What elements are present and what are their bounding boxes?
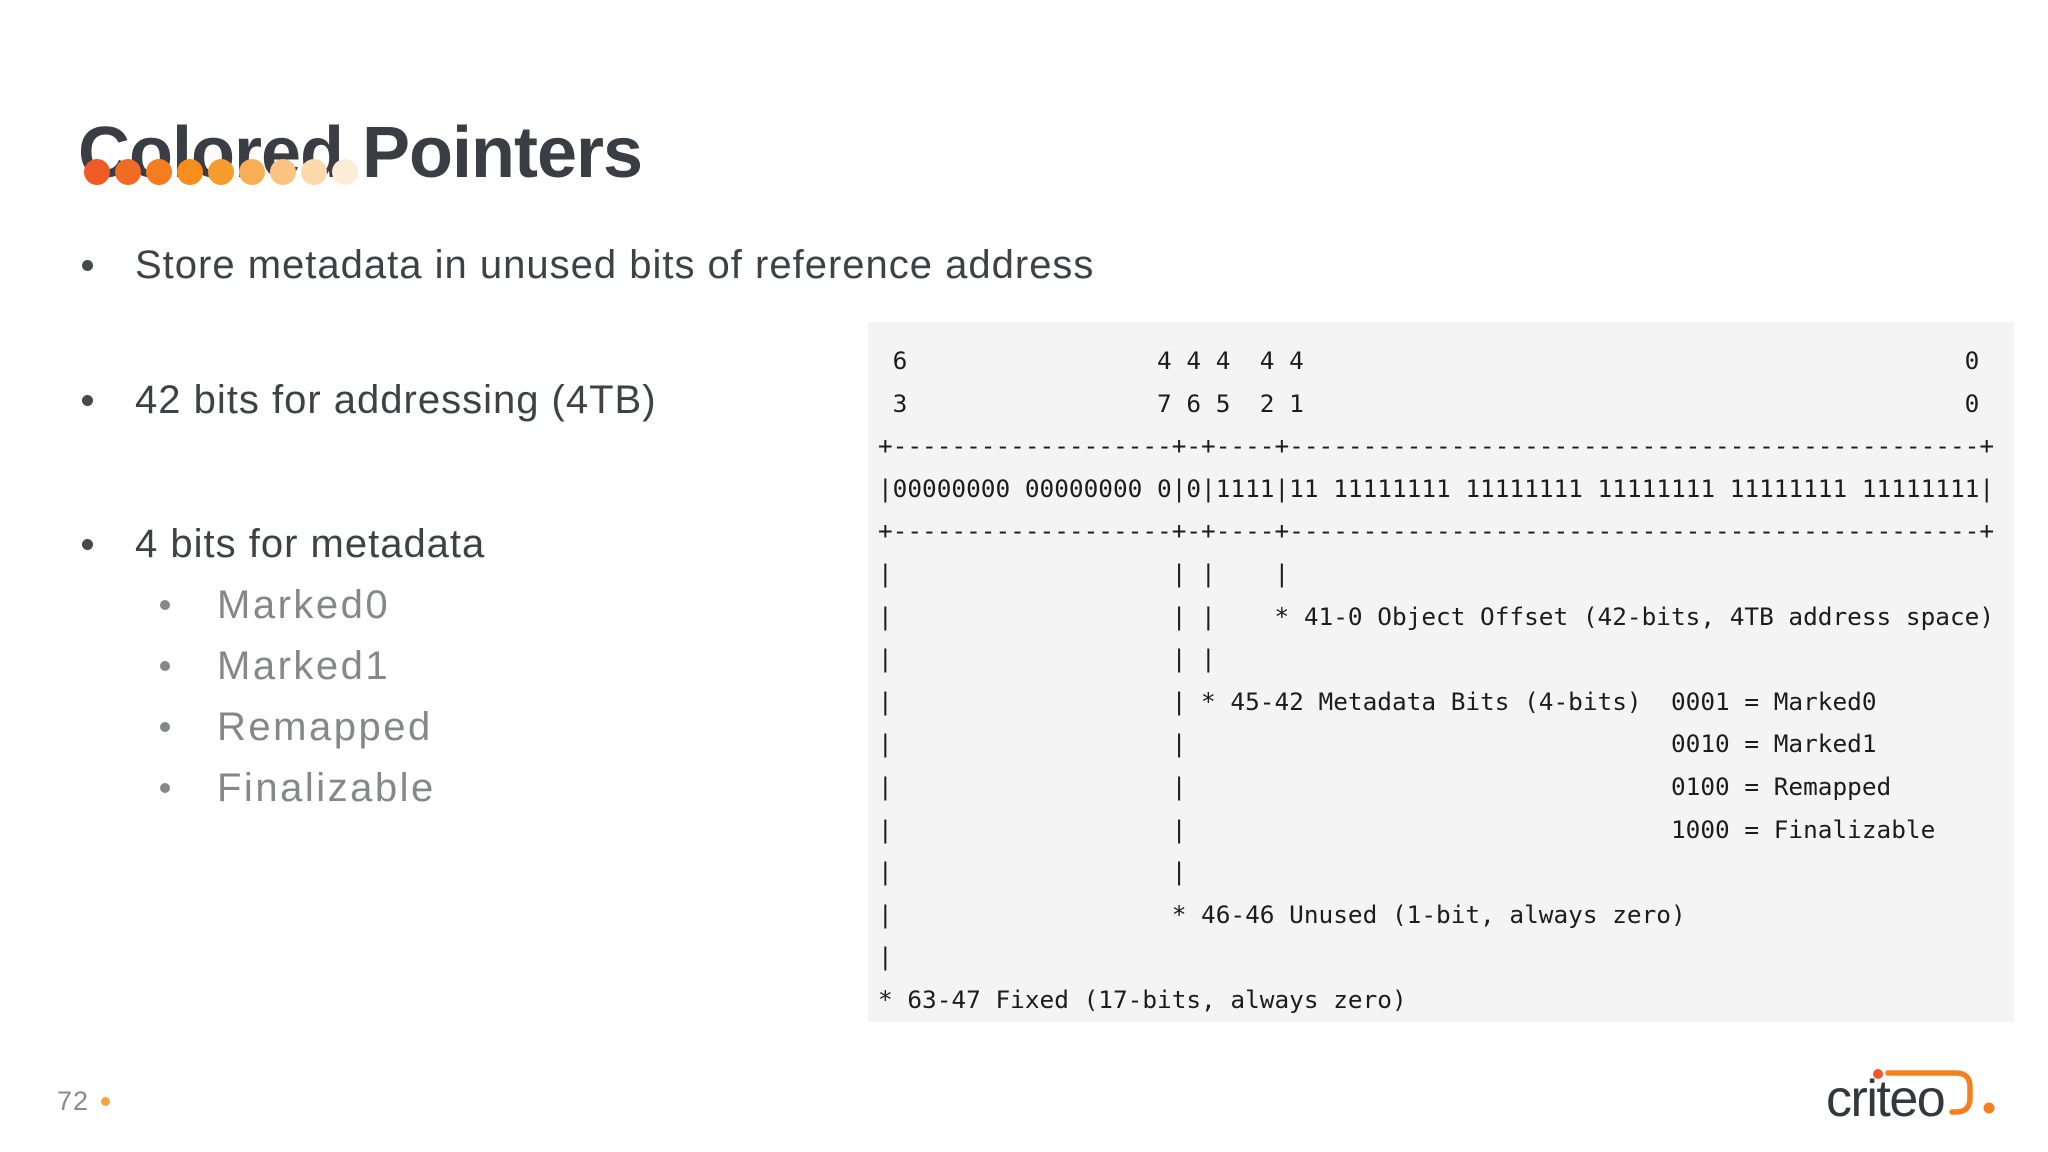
- bullet-item-metadata-bits: 4 bits for metadata: [82, 522, 485, 566]
- ascii-diagram-text: 6 4 4 4 4 4 0 3 7 6 5 2 1 0 +-----------…: [878, 346, 1995, 1014]
- bullet-item-store-metadata: Store metadata in unused bits of referen…: [82, 243, 1094, 287]
- bullet-icon: [82, 394, 93, 406]
- footer: 72: [57, 1085, 111, 1116]
- page-number-dot-icon: [101, 1096, 111, 1106]
- accent-dot-icon: [239, 159, 265, 185]
- sub-bullet-text: Marked0: [217, 582, 391, 627]
- bullet-icon: [160, 722, 170, 732]
- sub-bullet-text: Finalizable: [217, 765, 436, 810]
- sub-bullet-marked1: Marked1: [160, 644, 390, 688]
- accent-dot-icon: [115, 159, 141, 185]
- sub-bullet-text: Marked1: [217, 643, 391, 688]
- accent-dot-icon: [332, 159, 358, 185]
- bullet-text: 42 bits for addressing (4TB): [135, 377, 657, 422]
- sub-bullet-marked0: Marked0: [160, 583, 390, 627]
- sub-bullet-text: Remapped: [217, 704, 433, 749]
- criteo-logo-text: criteo: [1826, 1070, 1946, 1128]
- bullet-text: 4 bits for metadata: [135, 521, 486, 566]
- sub-bullet-finalizable: Finalizable: [160, 766, 436, 810]
- bullet-icon: [82, 538, 93, 550]
- page-number: 72: [57, 1085, 90, 1116]
- accent-dot-icon: [208, 159, 234, 185]
- slide-title: Colored Pointers: [78, 113, 643, 194]
- accent-dot-icon: [177, 159, 203, 185]
- bullet-icon: [160, 600, 170, 610]
- accent-dot-icon: [84, 159, 110, 185]
- criteo-logo-swoosh-icon: [1873, 1069, 1995, 1115]
- title-accent-dots: [84, 159, 358, 185]
- bullet-icon: [160, 783, 170, 793]
- bullet-text: Store metadata in unused bits of referen…: [135, 242, 1095, 287]
- bullet-icon: [160, 661, 170, 671]
- bullet-icon: [82, 259, 93, 271]
- bullet-item-addressing-bits: 42 bits for addressing (4TB): [82, 378, 657, 422]
- sub-bullet-remapped: Remapped: [160, 705, 433, 749]
- criteo-logo: criteo: [1822, 1055, 2032, 1140]
- accent-dot-icon: [301, 159, 327, 185]
- accent-dot-icon: [270, 159, 296, 185]
- pointer-bit-layout-diagram: 6 4 4 4 4 4 0 3 7 6 5 2 1 0 +-----------…: [868, 322, 2014, 1022]
- accent-dot-icon: [146, 159, 172, 185]
